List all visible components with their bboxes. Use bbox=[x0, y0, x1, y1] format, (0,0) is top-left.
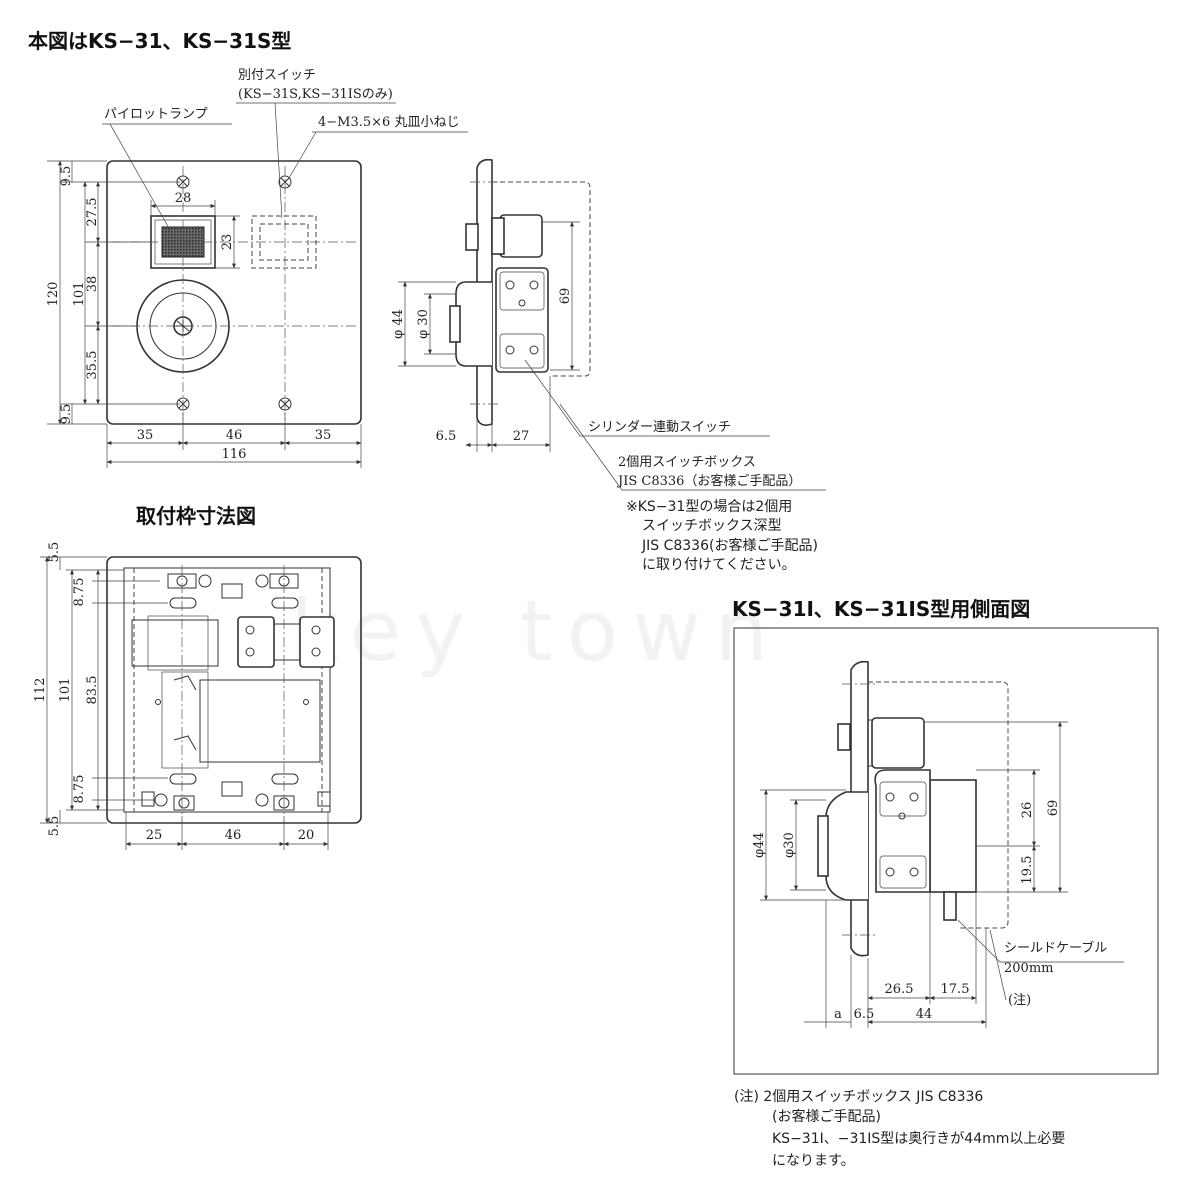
footnote-line-3: KS−31I、−31IS型は奥行きが44mm以上必要 bbox=[772, 1130, 1065, 1147]
label-cylinder-switch: シリンダー連動スイッチ bbox=[588, 420, 731, 435]
label-extra-switch-models: (KS−31S,KS−31ISのみ) bbox=[238, 87, 393, 102]
frame-dim-inner-height: 101 bbox=[58, 678, 73, 703]
label-switch-box: 2個用スイッチボックス bbox=[618, 455, 756, 470]
i-dim-lower: 19.5 bbox=[1020, 856, 1035, 885]
watermark: key town bbox=[290, 582, 782, 680]
dim-bottom-right: 35 bbox=[315, 428, 332, 443]
dim-bottom-left: 35 bbox=[137, 428, 154, 443]
dim-lamp-height: 23 bbox=[220, 234, 235, 251]
side-view-i-title: KS−31I、KS−31IS型用側面図 bbox=[732, 597, 1030, 621]
i-dim-a: a bbox=[834, 1007, 842, 1022]
label-note-ref: (注) bbox=[1008, 993, 1031, 1008]
frame-dim-bottom-margin: 5.5 bbox=[47, 816, 62, 837]
i-dim-mid-a: 26.5 bbox=[885, 982, 914, 997]
label-screws: 4−M3.5×6 丸皿小ねじ bbox=[318, 115, 459, 130]
footnote-line-4: になります。 bbox=[772, 1153, 855, 1169]
screw-icon bbox=[176, 175, 292, 411]
dim-top-margin: 9.5 bbox=[59, 166, 74, 187]
i-dim-mid-b: 17.5 bbox=[941, 982, 970, 997]
side-note-line-2: スイッチボックス深型 bbox=[642, 518, 782, 534]
label-pilot-lamp: パイロットランプ bbox=[104, 107, 208, 122]
dim-lamp-to-cyl: 38 bbox=[85, 276, 100, 293]
frame-plate bbox=[106, 556, 362, 824]
frame-dim-total-height: 112 bbox=[33, 678, 48, 703]
frame-dim-bottom-left: 25 bbox=[146, 828, 163, 843]
side-dim-depth: 27 bbox=[513, 429, 530, 444]
footnote-line-2: (お客様ご手配品) bbox=[772, 1108, 881, 1125]
dim-lamp-width: 28 bbox=[175, 191, 192, 206]
side-dim-height: 69 bbox=[558, 288, 573, 305]
frame-dim-top-margin: 5.5 bbox=[47, 542, 62, 563]
dim-cyl-to-screw: 35.5 bbox=[85, 351, 100, 380]
frame-dim-bottom-mid: 46 bbox=[225, 828, 242, 843]
dim-total-width: 116 bbox=[222, 447, 247, 462]
side-view: φ 44 φ 30 69 6.5 27 シリンダー連動スイッチ 2個用スイッチボ… bbox=[391, 158, 826, 573]
mount-frame-view: 5.5 8.75 83.5 8.75 5.5 101 112 25 46 20 bbox=[33, 542, 362, 850]
dim-inner-height: 101 bbox=[72, 282, 87, 307]
i-dim-height: 69 bbox=[1046, 800, 1061, 817]
label-switch-box-std: JIS C8336（お客様ご手配品） bbox=[616, 473, 801, 489]
front-plate bbox=[106, 160, 362, 425]
frame-dim-middle: 83.5 bbox=[85, 676, 100, 705]
i-dim-dia-outer: φ44 bbox=[752, 832, 767, 858]
dim-to-lamp: 27.5 bbox=[85, 198, 100, 227]
mount-frame-title: 取付枠寸法図 bbox=[136, 504, 256, 528]
side-note-line-3: JIS C8336(お客様ご手配品) bbox=[641, 537, 818, 554]
frame-dim-upper-hole: 8.75 bbox=[72, 578, 87, 607]
dim-bottom-margin: 9.5 bbox=[59, 404, 74, 425]
i-dim-upper: 26 bbox=[1020, 802, 1035, 819]
main-title: 本図はKS−31、KS−31S型 bbox=[28, 29, 291, 53]
i-dim-dia-inner: φ30 bbox=[782, 832, 797, 858]
side-note-line-1: ※KS−31型の場合は2個用 bbox=[626, 499, 792, 515]
label-cable-length: 200mm bbox=[1004, 961, 1053, 976]
side-dim-dia-outer: φ 44 bbox=[391, 309, 406, 339]
front-view: 9.5 27.5 38 35.5 9.5 101 120 28 23 35 46… bbox=[46, 68, 468, 468]
frame-dim-bottom-right: 20 bbox=[298, 828, 315, 843]
label-shield-cable: シールドケーブル bbox=[1004, 940, 1107, 956]
dim-bottom-mid: 46 bbox=[226, 428, 243, 443]
footnote: (注) 2個用スイッチボックス JIS C8336 (お客様ご手配品) KS−3… bbox=[734, 1089, 1065, 1169]
side-dim-dia-inner: φ 30 bbox=[416, 309, 431, 339]
frame-dim-lower-hole: 8.75 bbox=[72, 775, 87, 804]
label-extra-switch: 別付スイッチ bbox=[238, 68, 316, 83]
side-dim-plate: 6.5 bbox=[436, 429, 457, 444]
side-view-i: φ44 φ30 26 19.5 69 26.5 17.5 a 6.5 44 シー… bbox=[733, 627, 1159, 1075]
side-note-line-4: に取り付けてください。 bbox=[642, 557, 796, 573]
dim-total-height: 120 bbox=[46, 282, 61, 307]
i-dim-plate: 6.5 bbox=[854, 1007, 875, 1022]
side-view-i-frame bbox=[733, 627, 1159, 1075]
i-dim-depth: 44 bbox=[916, 1007, 933, 1022]
footnote-line-1: (注) 2個用スイッチボックス JIS C8336 bbox=[734, 1089, 983, 1105]
